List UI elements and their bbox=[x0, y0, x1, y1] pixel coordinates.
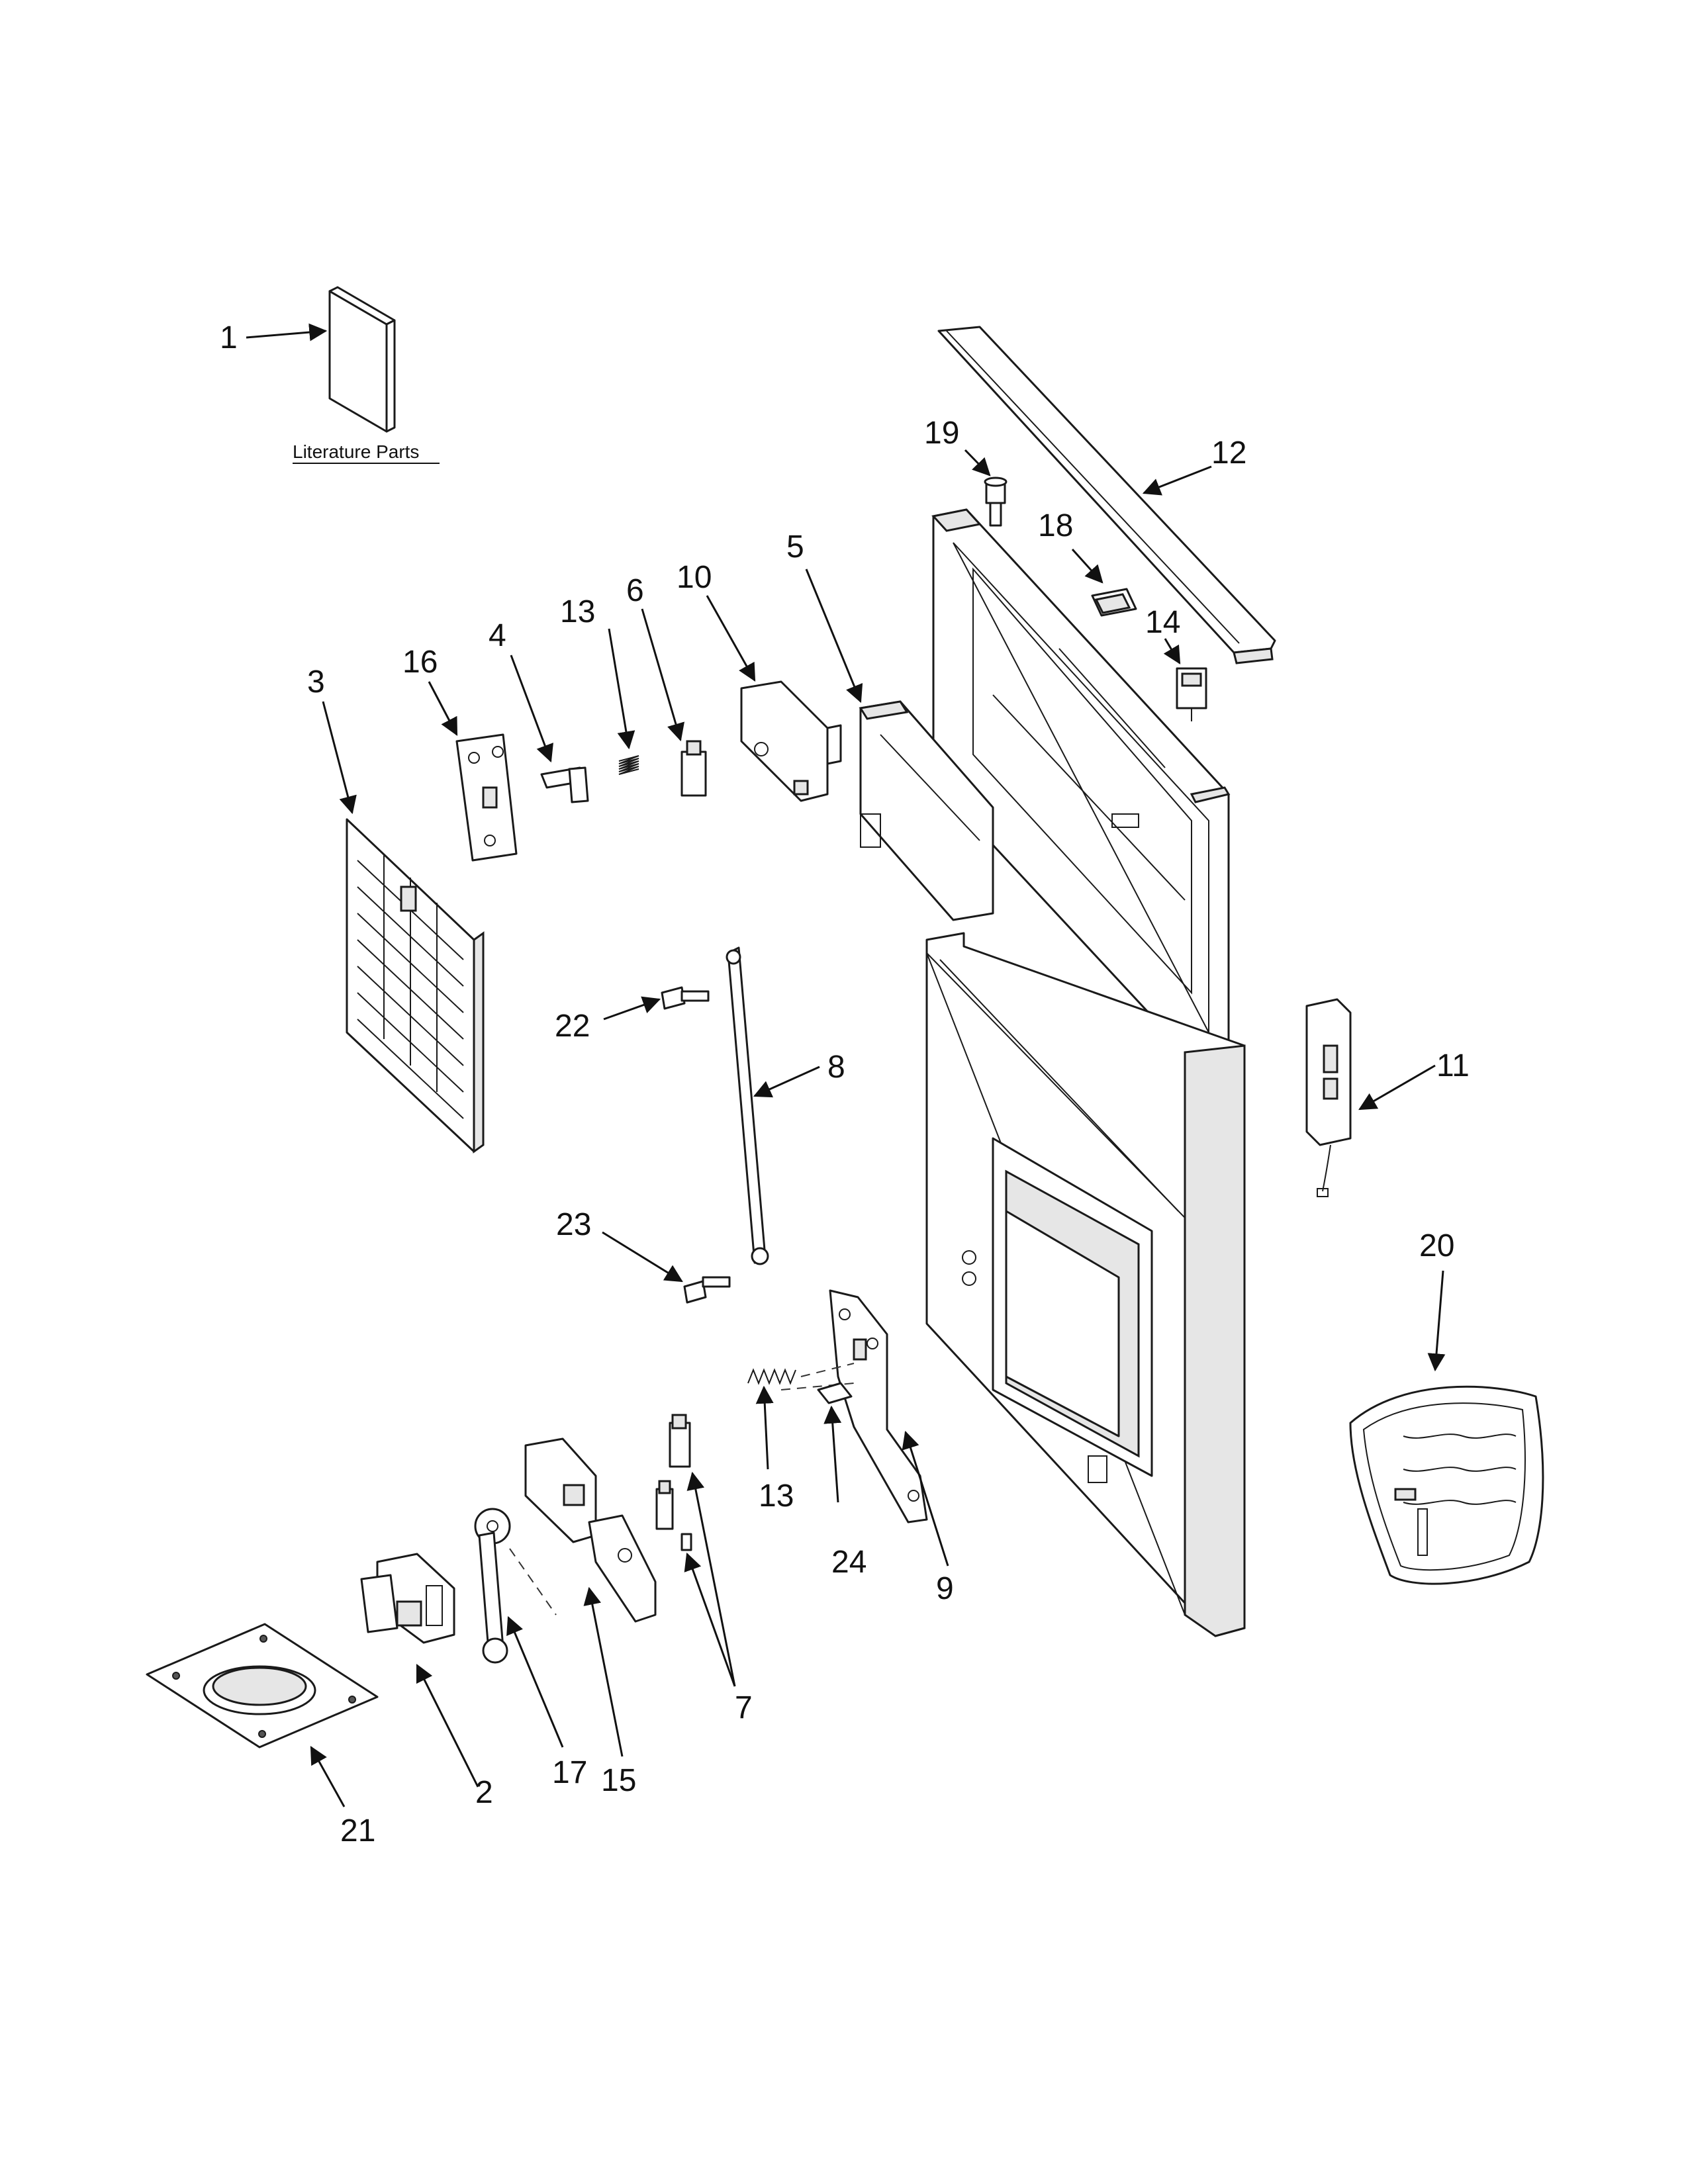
callout-8: 8 bbox=[827, 1050, 845, 1085]
leader-3 bbox=[322, 701, 357, 815]
callout-3: 3 bbox=[307, 664, 325, 700]
callout-6: 6 bbox=[626, 573, 644, 608]
leader-7a bbox=[686, 1471, 736, 1687]
part-24-wedge bbox=[817, 1382, 853, 1404]
part-3-grille-panel bbox=[346, 818, 485, 1154]
callout-24: 24 bbox=[831, 1545, 867, 1580]
main-door-frame bbox=[925, 508, 1246, 1637]
part-15-lock-assembly bbox=[509, 1437, 657, 1623]
leader-24 bbox=[823, 1405, 842, 1503]
part-8-link-rod bbox=[726, 946, 769, 1265]
leader-9 bbox=[902, 1430, 949, 1567]
part-14-switch bbox=[1176, 667, 1207, 721]
leader-10 bbox=[706, 595, 756, 682]
part-18-button-cap bbox=[1091, 588, 1137, 617]
part-23-screw-lower bbox=[683, 1276, 731, 1304]
callout-15: 15 bbox=[601, 1763, 636, 1798]
callout-13-upper: 13 bbox=[560, 594, 595, 629]
callout-11: 11 bbox=[1436, 1048, 1470, 1083]
leader-2 bbox=[416, 1663, 479, 1788]
leader-20 bbox=[1427, 1270, 1446, 1372]
part-5-bracket bbox=[859, 700, 994, 921]
leader-17 bbox=[506, 1615, 564, 1748]
leader-6 bbox=[641, 608, 684, 742]
part-21-duct-collar-plate bbox=[146, 1623, 379, 1749]
callout-20: 20 bbox=[1419, 1228, 1454, 1263]
callout-2: 2 bbox=[475, 1775, 493, 1810]
leader-5 bbox=[805, 569, 863, 704]
callout-13-lower: 13 bbox=[759, 1479, 794, 1514]
part-19-post bbox=[984, 477, 1008, 527]
part-7-fasteners bbox=[655, 1414, 692, 1551]
callout-19: 19 bbox=[924, 416, 959, 451]
leader-23 bbox=[602, 1231, 683, 1283]
leader-7b bbox=[684, 1552, 736, 1687]
part-20-parts-bag bbox=[1349, 1385, 1544, 1585]
leader-19 bbox=[964, 449, 991, 477]
literature-parts-caption: Literature Parts bbox=[293, 441, 419, 462]
callout-12: 12 bbox=[1211, 435, 1246, 471]
callout-9: 9 bbox=[936, 1571, 954, 1606]
callout-4: 4 bbox=[489, 618, 506, 653]
callout-21: 21 bbox=[340, 1813, 375, 1848]
leader-18 bbox=[1071, 548, 1103, 584]
callout-7: 7 bbox=[735, 1690, 753, 1725]
part-4-latch-hook bbox=[540, 766, 589, 803]
leader-15 bbox=[583, 1586, 624, 1757]
part-16-mounting-plate bbox=[455, 733, 518, 862]
leader-22 bbox=[603, 996, 661, 1021]
part-11-control-module bbox=[1305, 998, 1352, 1197]
leader-4 bbox=[510, 655, 553, 763]
callout-18: 18 bbox=[1038, 508, 1073, 543]
callout-22: 22 bbox=[555, 1009, 590, 1044]
callout-14: 14 bbox=[1145, 605, 1180, 640]
part-12-top-trim-strip bbox=[937, 326, 1276, 664]
part-22-screw-upper bbox=[661, 986, 710, 1010]
leader-1 bbox=[246, 323, 328, 341]
callout-23: 23 bbox=[556, 1207, 591, 1242]
leader-11 bbox=[1358, 1064, 1436, 1111]
callout-10: 10 bbox=[677, 560, 712, 595]
leader-12 bbox=[1142, 465, 1212, 496]
callout-5: 5 bbox=[786, 529, 804, 565]
leader-13a bbox=[608, 628, 635, 750]
part-1-literature-booklet bbox=[328, 286, 396, 433]
callout-17: 17 bbox=[552, 1755, 587, 1790]
part-2-motor bbox=[360, 1553, 455, 1644]
part-17-linkage-arm bbox=[474, 1508, 511, 1664]
leader-16 bbox=[428, 681, 458, 736]
part-13-spring-upper bbox=[618, 755, 639, 775]
leader-14 bbox=[1163, 638, 1181, 664]
part-9-hinge-plate bbox=[780, 1289, 928, 1524]
part-10-housing bbox=[740, 680, 842, 802]
callout-16: 16 bbox=[402, 645, 438, 680]
callout-1: 1 bbox=[220, 320, 238, 355]
part-13-spring-lower bbox=[747, 1363, 855, 1385]
leader-21 bbox=[310, 1746, 346, 1807]
leader-13b bbox=[755, 1385, 774, 1470]
part-6-latch-pin bbox=[680, 740, 707, 797]
leader-8 bbox=[753, 1066, 820, 1098]
